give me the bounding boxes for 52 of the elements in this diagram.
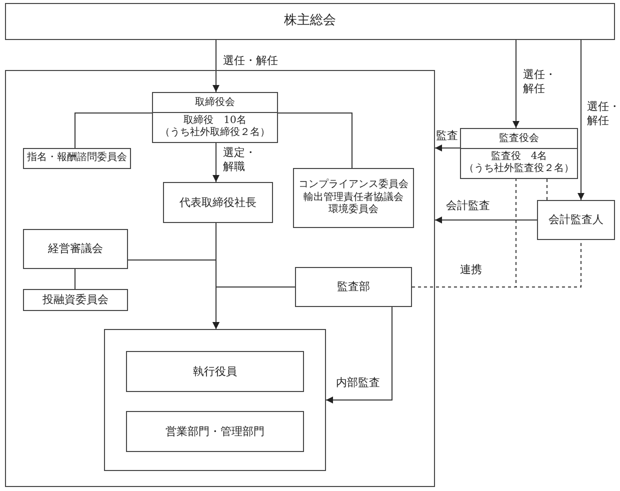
node-label: コンプライアンス委員会 xyxy=(298,179,408,192)
connector-line xyxy=(578,40,584,200)
connector-line xyxy=(212,40,220,92)
connector-line xyxy=(546,178,548,200)
org-box xyxy=(293,168,414,228)
connector-line xyxy=(434,144,460,152)
edge-label: 選任・解任 xyxy=(223,54,279,68)
node-label: 執行役員 xyxy=(193,364,237,378)
edge-label: 選定・解職 xyxy=(223,146,257,175)
connector-line xyxy=(74,112,152,148)
group-frame xyxy=(5,70,435,487)
org-box xyxy=(23,289,128,311)
connector-line xyxy=(434,216,538,224)
connector-line xyxy=(212,142,220,182)
org-box xyxy=(537,200,615,240)
group-frame xyxy=(104,329,326,471)
node-label: 会計監査人 xyxy=(548,213,604,227)
org-box xyxy=(152,92,278,143)
edge-label: 連携 xyxy=(460,263,483,278)
box-heading: 取締役会 xyxy=(153,95,277,113)
node-label: 指名・報酬諮問委員会 xyxy=(27,152,127,165)
org-box xyxy=(23,229,128,269)
connector-line xyxy=(74,268,76,290)
node-label: 輸出管理責任者協議会 xyxy=(304,192,404,204)
node-label: 環境委員会 xyxy=(328,204,378,217)
node-label: （うち社外監査役２名） xyxy=(464,163,574,176)
org-box xyxy=(5,3,615,40)
connector-line xyxy=(512,40,520,128)
node-label: 取締役 10名 xyxy=(184,114,246,126)
node-label: （うち社外取締役２名） xyxy=(160,127,270,140)
edge-label: 内部監査 xyxy=(336,376,381,390)
org-box xyxy=(460,128,578,179)
node-label: 代表取締役社長 xyxy=(180,196,256,210)
edge-label: 会計監査 xyxy=(446,199,491,214)
org-box xyxy=(295,267,412,307)
node-label: 営業部門・管理部門 xyxy=(166,424,264,438)
connector-line xyxy=(278,112,352,168)
edge-label: 選任・解任 xyxy=(523,68,557,97)
edge-label: 監査 xyxy=(436,129,458,144)
org-box xyxy=(126,351,304,392)
org-box xyxy=(126,411,304,452)
node-label: 経営審議会 xyxy=(48,242,103,256)
org-box xyxy=(163,182,273,223)
edge-label: 選任・解任 xyxy=(587,100,620,129)
connector-line xyxy=(212,286,296,330)
node-label: 監査部 xyxy=(337,280,370,294)
org-box xyxy=(23,148,131,169)
connector-line xyxy=(326,306,392,404)
node-label: 監査役 4名 xyxy=(490,150,548,162)
node-label: 株主総会 xyxy=(284,13,336,30)
node-label: 投融資委員会 xyxy=(42,293,108,307)
box-heading: 監査役会 xyxy=(461,131,577,149)
